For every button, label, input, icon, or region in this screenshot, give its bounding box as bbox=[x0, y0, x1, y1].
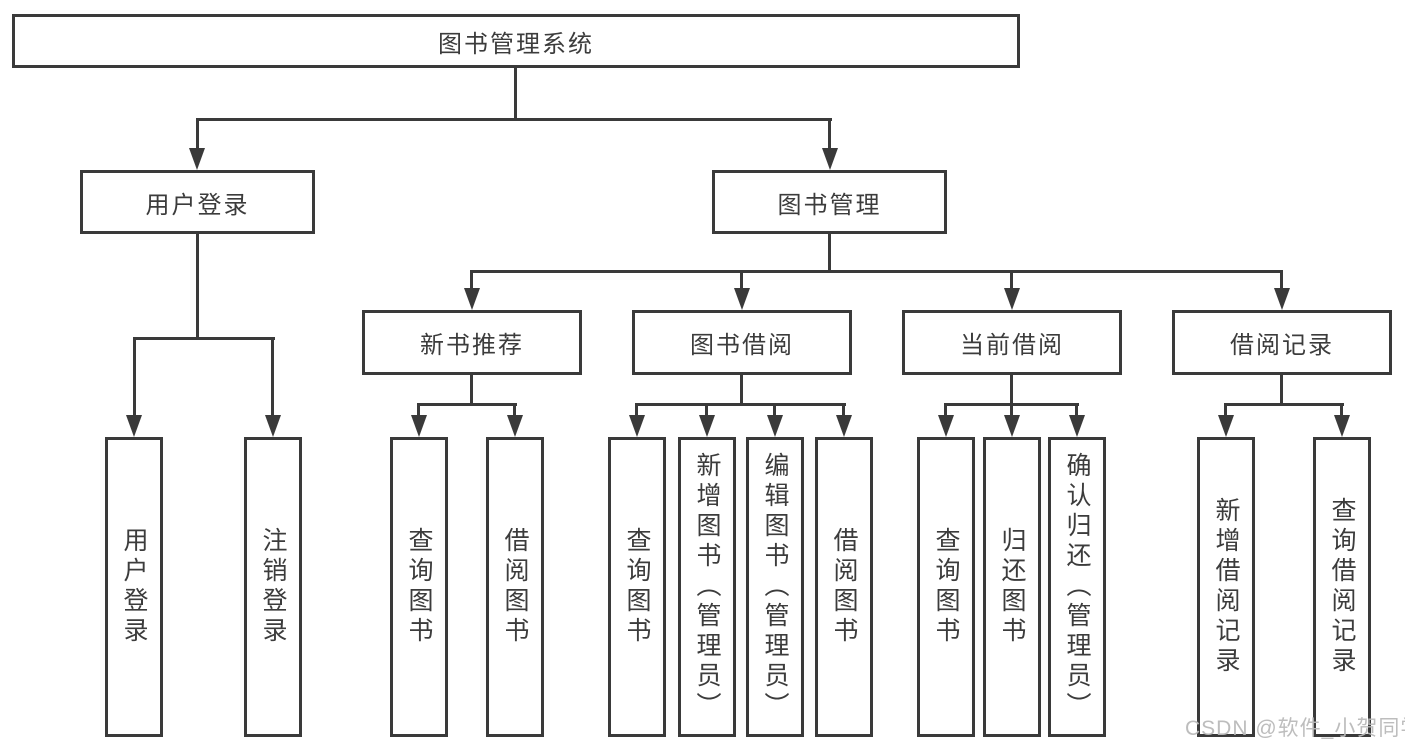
node-query-books-current: 查询图书 bbox=[917, 437, 975, 737]
connector-line bbox=[470, 375, 473, 406]
arrowhead-down-icon bbox=[767, 415, 783, 437]
node-label: 图书借阅 bbox=[690, 332, 794, 359]
connector-line bbox=[635, 403, 846, 406]
node-label: 编辑图书（管理员） bbox=[761, 452, 789, 722]
arrowhead-down-icon bbox=[1218, 415, 1234, 437]
arrowhead-down-icon bbox=[822, 148, 838, 170]
arrowhead-down-icon bbox=[938, 415, 954, 437]
arrowhead-down-icon bbox=[1004, 415, 1020, 437]
arrowhead-down-icon bbox=[836, 415, 852, 437]
arrowhead-down-icon bbox=[411, 415, 427, 437]
node-new-book-recommend: 新书推荐 bbox=[362, 310, 582, 375]
node-label: 查询图书 bbox=[405, 527, 433, 647]
node-label: 用户登录 bbox=[120, 527, 148, 647]
connector-line bbox=[417, 403, 420, 417]
connector-line bbox=[1010, 375, 1013, 406]
node-user-login-op: 用户登录 bbox=[105, 437, 163, 737]
node-edit-books-admin: 编辑图书（管理员） bbox=[746, 437, 804, 737]
arrowhead-down-icon bbox=[734, 288, 750, 310]
node-add-borrow-record: 新增借阅记录 bbox=[1197, 437, 1255, 737]
connector-line bbox=[944, 403, 947, 417]
node-label: 新书推荐 bbox=[420, 332, 524, 359]
arrowhead-down-icon bbox=[1334, 415, 1350, 437]
connector-line bbox=[196, 118, 199, 152]
connector-line bbox=[1224, 403, 1344, 406]
connector-line bbox=[1280, 270, 1283, 292]
node-label: 图书管理系统 bbox=[438, 30, 594, 58]
node-label: 新增借阅记录 bbox=[1212, 497, 1240, 677]
connector-line bbox=[513, 403, 516, 417]
node-book-borrow: 图书借阅 bbox=[632, 310, 852, 375]
node-label: 新增图书（管理员） bbox=[693, 452, 721, 722]
node-book-management: 图书管理 bbox=[712, 170, 947, 234]
connector-line bbox=[1280, 375, 1283, 406]
node-library-system: 图书管理系统 bbox=[12, 14, 1020, 68]
node-query-books-recommend: 查询图书 bbox=[390, 437, 448, 737]
connector-line bbox=[196, 118, 832, 121]
connector-line bbox=[417, 403, 517, 406]
node-label: 当前借阅 bbox=[960, 332, 1064, 359]
connector-line bbox=[470, 270, 473, 292]
node-label: 借阅记录 bbox=[1230, 332, 1334, 359]
connector-line bbox=[740, 375, 743, 406]
connector-line bbox=[1340, 403, 1343, 417]
arrowhead-down-icon bbox=[507, 415, 523, 437]
connector-line bbox=[133, 337, 136, 419]
connector-line bbox=[773, 403, 776, 417]
node-user-login: 用户登录 bbox=[80, 170, 315, 234]
arrowhead-down-icon bbox=[464, 288, 480, 310]
node-query-borrow-record: 查询借阅记录 bbox=[1313, 437, 1371, 737]
arrowhead-down-icon bbox=[1004, 288, 1020, 310]
connector-line bbox=[828, 118, 831, 152]
connector-line bbox=[635, 403, 638, 417]
connector-line bbox=[514, 66, 517, 120]
connector-line bbox=[1075, 403, 1078, 417]
arrowhead-down-icon bbox=[1069, 415, 1085, 437]
connector-line bbox=[1224, 403, 1227, 417]
node-label: 查询图书 bbox=[932, 527, 960, 647]
arrowhead-down-icon bbox=[1274, 288, 1290, 310]
watermark: CSDN @软件_小贺同学 bbox=[1185, 717, 1405, 740]
node-query-books-borrow: 查询图书 bbox=[608, 437, 666, 737]
connector-line bbox=[740, 270, 743, 292]
arrowhead-down-icon bbox=[265, 415, 281, 437]
arrowhead-down-icon bbox=[699, 415, 715, 437]
node-label: 查询借阅记录 bbox=[1328, 497, 1356, 677]
node-label: 图书管理 bbox=[777, 191, 882, 219]
connector-line bbox=[842, 403, 845, 417]
node-label: 归还图书 bbox=[998, 527, 1026, 647]
node-label: 确认归还（管理员） bbox=[1063, 452, 1091, 722]
node-borrow-books-recommend: 借阅图书 bbox=[486, 437, 544, 737]
node-label: 借阅图书 bbox=[501, 527, 529, 647]
connector-line bbox=[1010, 270, 1013, 292]
arrowhead-down-icon bbox=[189, 148, 205, 170]
node-current-borrow: 当前借阅 bbox=[902, 310, 1122, 375]
node-logout-op: 注销登录 bbox=[244, 437, 302, 737]
node-return-books: 归还图书 bbox=[983, 437, 1041, 737]
connector-line bbox=[1010, 403, 1013, 417]
node-add-books-admin: 新增图书（管理员） bbox=[678, 437, 736, 737]
arrowhead-down-icon bbox=[629, 415, 645, 437]
node-label: 查询图书 bbox=[623, 527, 651, 647]
node-borrow-records: 借阅记录 bbox=[1172, 310, 1392, 375]
connector-line bbox=[133, 337, 275, 340]
node-label: 用户登录 bbox=[145, 191, 250, 219]
connector-line bbox=[470, 270, 1283, 273]
connector-line bbox=[271, 337, 274, 419]
node-borrow-books-op: 借阅图书 bbox=[815, 437, 873, 737]
connector-line bbox=[196, 234, 199, 340]
node-label: 注销登录 bbox=[259, 527, 287, 647]
arrowhead-down-icon bbox=[126, 415, 142, 437]
node-confirm-return-admin: 确认归还（管理员） bbox=[1048, 437, 1106, 737]
node-label: 借阅图书 bbox=[830, 527, 858, 647]
connector-line bbox=[705, 403, 708, 417]
connector-line bbox=[828, 234, 831, 273]
